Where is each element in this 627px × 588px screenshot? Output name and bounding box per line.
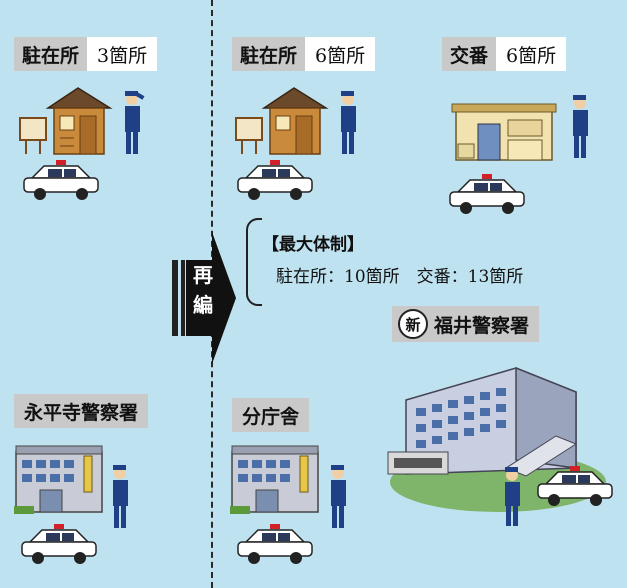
eiheiji-station-label: 永平寺警察署 xyxy=(14,394,149,428)
station-building-illustration xyxy=(14,445,103,514)
police-officer-icon xyxy=(125,91,145,154)
chuzaisho-building-illustration xyxy=(235,87,329,155)
eiheiji-station-text: 永平寺警察署 xyxy=(24,401,139,424)
fukui-station-building-illustration xyxy=(387,366,606,512)
police-officer-icon xyxy=(113,465,128,528)
police-officer-icon xyxy=(341,91,356,154)
new-badge: 新 xyxy=(398,309,428,339)
police-car-icon xyxy=(237,524,313,564)
branch-office-label: 分庁舎 xyxy=(232,398,310,432)
reorganization-arrow xyxy=(172,232,236,364)
reorganization-label: 再 編 xyxy=(186,260,220,320)
chuzaisho-category: 駐在所 xyxy=(14,37,88,71)
police-car-icon xyxy=(537,466,613,506)
police-car-icon xyxy=(237,160,313,200)
koban-count: 6箇所 xyxy=(496,37,567,71)
left-chuzaisho-label: 駐在所 3箇所 xyxy=(14,37,158,71)
chuzaisho-count: 6箇所 xyxy=(305,37,376,71)
chuzaisho-building-illustration xyxy=(19,87,113,155)
max-system-detail: 駐在所：10箇所 交番：13箇所 xyxy=(276,267,524,287)
chuzaisho-count: 3箇所 xyxy=(87,37,158,71)
new-fukui-station-label: 新 福井警察署 xyxy=(392,306,540,342)
max-system-title: 【最大体制】 xyxy=(262,235,364,255)
koban-label: 交番 6箇所 xyxy=(442,37,567,71)
max-system-bracket xyxy=(246,218,262,306)
police-officer-icon xyxy=(331,465,346,528)
branch-office-text: 分庁舎 xyxy=(242,405,300,428)
fukui-station-text: 福井警察署 xyxy=(434,314,530,337)
koban-category: 交番 xyxy=(442,37,497,71)
right-chuzaisho-label: 駐在所 6箇所 xyxy=(232,37,376,71)
branch-office-building-illustration xyxy=(230,445,319,514)
police-car-icon xyxy=(21,524,97,564)
police-car-icon xyxy=(23,160,99,200)
koban-building-illustration xyxy=(451,103,557,161)
reorg-char-2: 編 xyxy=(193,293,213,317)
police-officer-icon xyxy=(573,95,588,158)
police-officer-icon xyxy=(505,467,520,526)
chuzaisho-category: 駐在所 xyxy=(232,37,306,71)
reorg-char-1: 再 xyxy=(193,263,213,287)
police-car-icon xyxy=(449,174,525,214)
